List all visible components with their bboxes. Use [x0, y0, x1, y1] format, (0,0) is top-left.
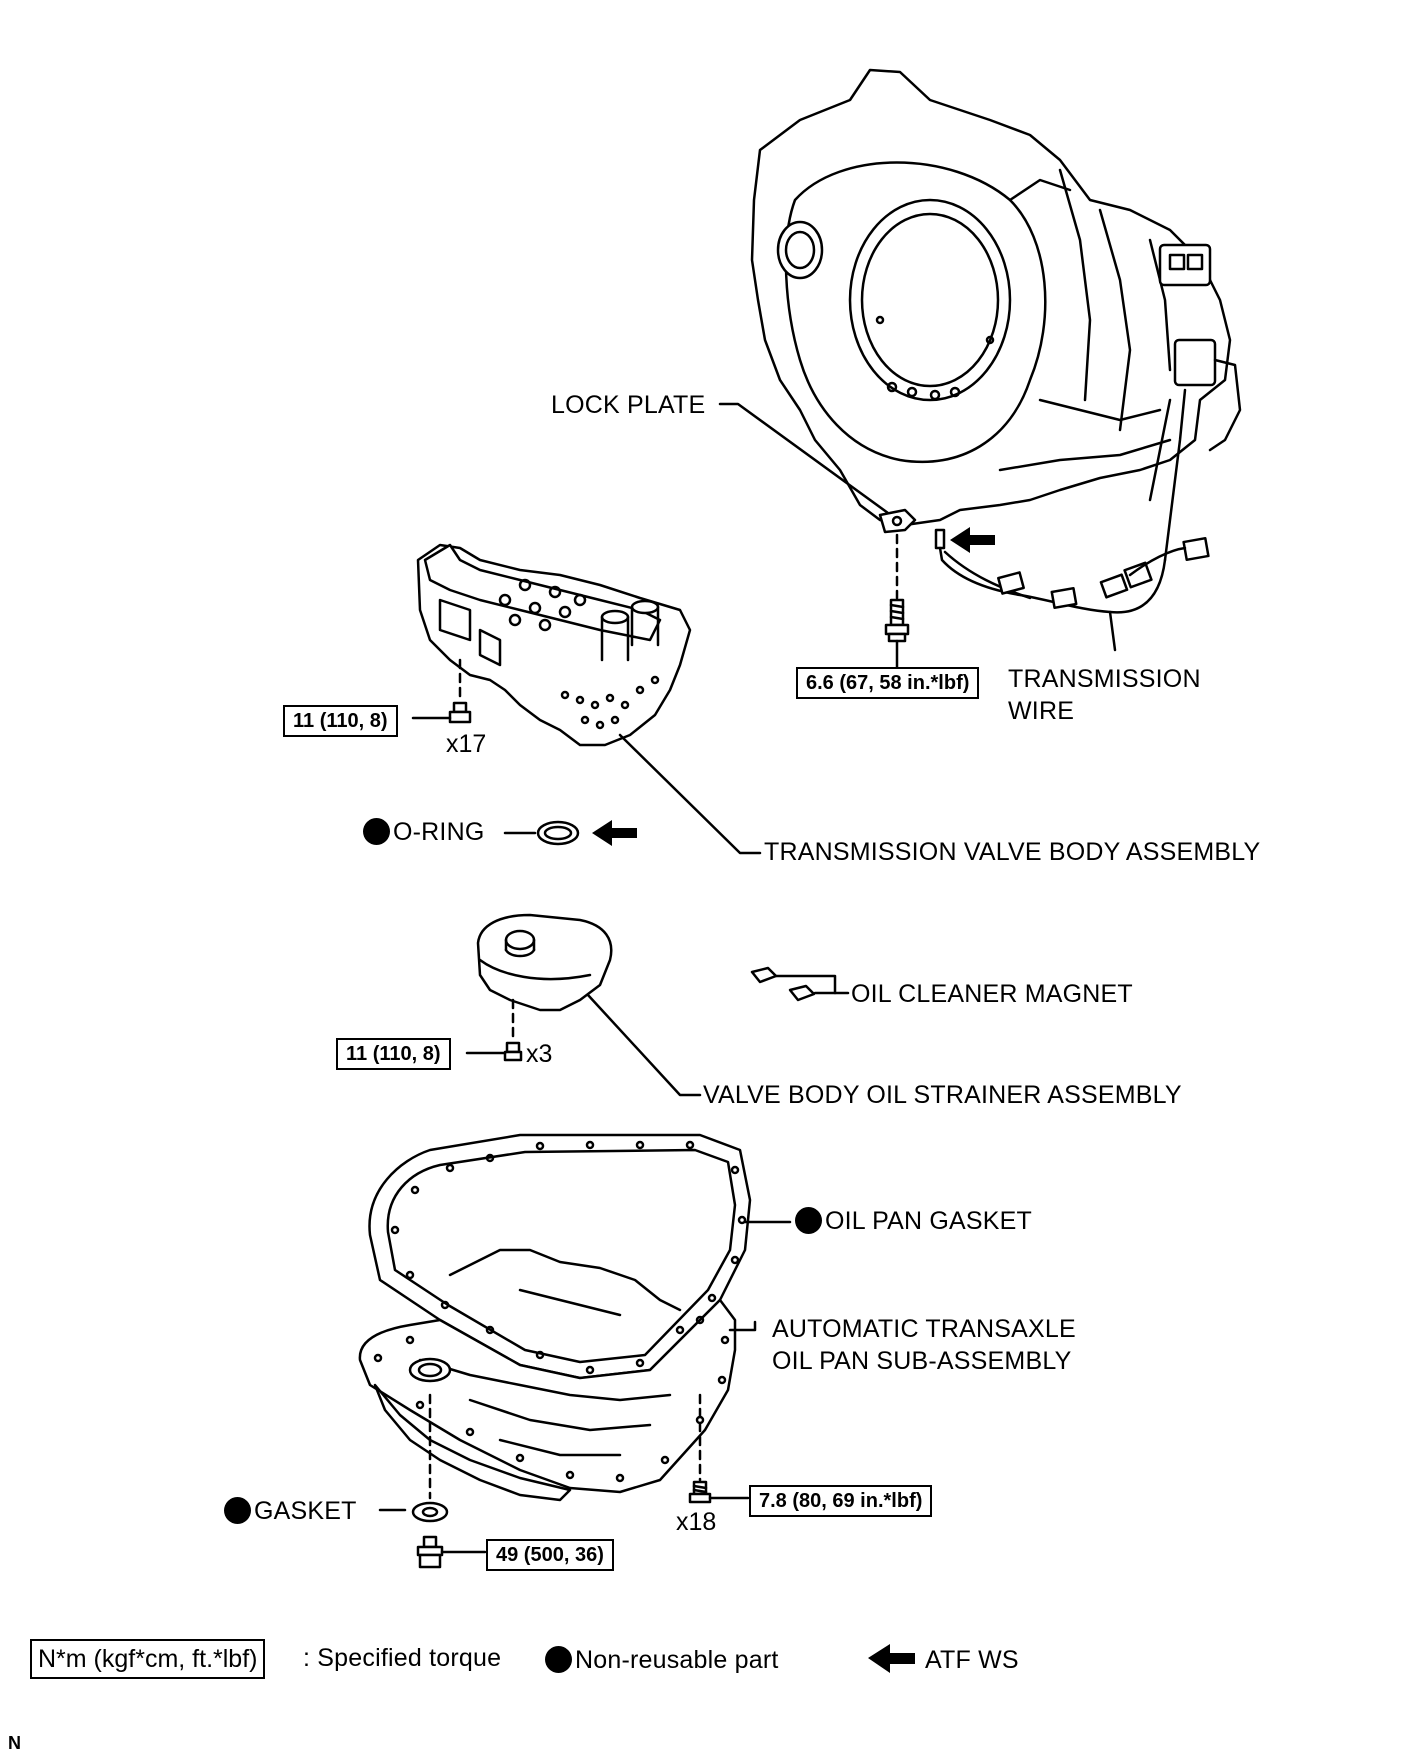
- atf-arrow-wire: [950, 527, 995, 553]
- oil-pan-part: [358, 1248, 757, 1504]
- legend-non-reusable-text: Non-reusable part: [575, 1646, 779, 1674]
- count-valve-body-bolts: x17: [446, 730, 487, 758]
- valve-body-oil-strainer-label: VALVE BODY OIL STRAINER ASSEMBLY: [703, 1081, 1182, 1109]
- legend-atf-arrow: [868, 1644, 915, 1673]
- non-reusable-icon: [224, 1497, 251, 1524]
- oil-pan-gasket-text: OIL PAN GASKET: [825, 1207, 1033, 1235]
- torque-strainer-bolts: 11 (110, 8): [336, 1038, 451, 1070]
- legend-torque-desc: : Specified torque: [303, 1644, 502, 1672]
- oil-cleaner-magnet-label: OIL CLEANER MAGNET: [851, 980, 1133, 1008]
- non-reusable-icon: [545, 1646, 572, 1673]
- torque-drain-plug: 49 (500, 36): [486, 1539, 614, 1571]
- lock-plate-label: LOCK PLATE: [551, 391, 706, 419]
- legend-torque-format: N*m (kgf*cm, ft.*lbf): [30, 1639, 266, 1679]
- oil-pan-gasket-label: OIL PAN GASKET: [795, 1207, 1032, 1236]
- torque-oil-pan-bolts: 7.8 (80, 69 in.*lbf): [749, 1485, 933, 1517]
- non-reusable-icon: [795, 1207, 822, 1234]
- legend-atf: ATF WS: [925, 1646, 1019, 1674]
- valve-body-assembly-label: TRANSMISSION VALVE BODY ASSEMBLY: [764, 838, 1261, 866]
- oil-pan-gasket-part: [368, 1133, 792, 1380]
- torque-lock-plate-bolt: 6.6 (67, 58 in.*lbf): [796, 667, 980, 699]
- o-ring-label: O-RING: [363, 818, 484, 847]
- oil-cleaner-magnets: [750, 966, 850, 1002]
- gasket-text: GASKET: [254, 1497, 357, 1525]
- o-ring-part: [503, 820, 637, 846]
- transmission-wire-label-line1: TRANSMISSION: [1008, 665, 1201, 693]
- oil-pan-sub-assembly-label-line2: OIL PAN SUB-ASSEMBLY: [772, 1347, 1072, 1375]
- oil-pan-sub-assembly-label-line1: AUTOMATIC TRANSAXLE: [772, 1315, 1076, 1343]
- transmission-wire-label-line2: WIRE: [1008, 697, 1075, 725]
- valve-body-part: [411, 543, 762, 855]
- oil-strainer-part: [465, 913, 702, 1097]
- o-ring-text: O-RING: [393, 818, 485, 846]
- gasket-label: GASKET: [224, 1497, 357, 1526]
- drain-plug-part: [378, 1393, 487, 1569]
- non-reusable-icon: [363, 818, 390, 845]
- transmission-wire-part: [934, 528, 1210, 652]
- torque-valve-body-bolts: 11 (110, 8): [283, 705, 398, 737]
- transaxle-case: [750, 68, 1242, 562]
- legend-non-reusable: Non-reusable part: [545, 1646, 779, 1675]
- count-strainer-bolts: x3: [526, 1040, 553, 1068]
- count-oil-pan-bolts: x18: [676, 1508, 717, 1536]
- figure-code: N: [8, 1733, 21, 1753]
- lock-plate-part: [718, 402, 917, 670]
